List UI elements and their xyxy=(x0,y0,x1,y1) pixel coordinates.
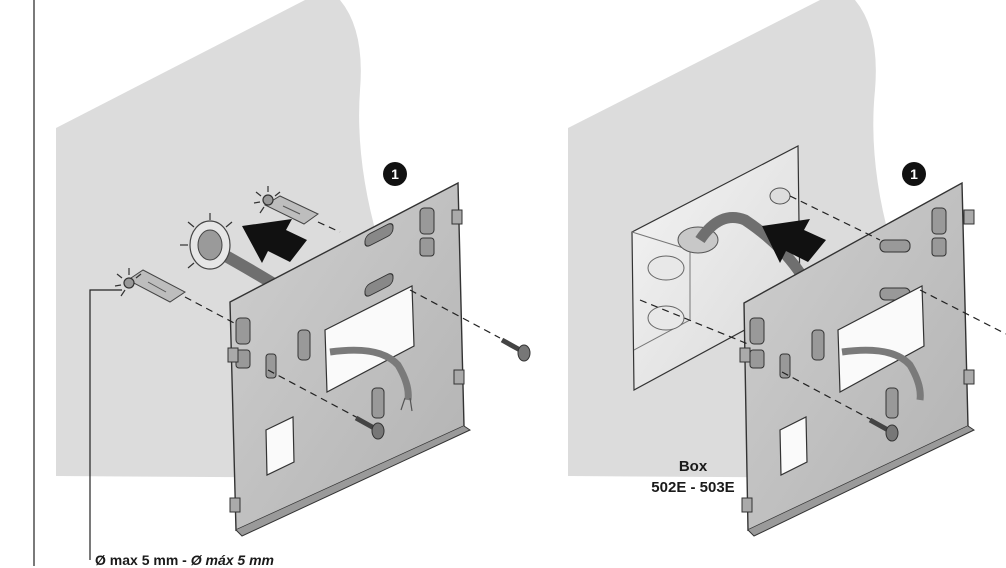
diameter-primary: Ø max 5 mm xyxy=(95,552,179,568)
drill-hole-burst-left xyxy=(114,268,142,297)
diameter-separator: - xyxy=(178,552,191,568)
step-badge-right: 1 xyxy=(902,162,926,186)
mounting-plate-left xyxy=(227,181,472,537)
diameter-leader-line xyxy=(89,289,122,560)
box-label-line1: Box xyxy=(678,458,708,475)
mounting-plate-right xyxy=(739,181,976,537)
screw-lower-right xyxy=(868,417,899,442)
wall-plug-left xyxy=(127,269,186,303)
step-badge-left: 1 xyxy=(383,162,407,186)
step-badge-right-number: 1 xyxy=(910,166,918,182)
guide-lines-right xyxy=(639,195,1006,421)
left-panel-wall-mount: 1 xyxy=(56,0,531,560)
wall-plug-top xyxy=(263,195,319,225)
screw-right-left xyxy=(500,337,531,362)
right-panel-box-mount: 1 xyxy=(568,0,1006,537)
box-label-line2: 502E - 503E xyxy=(651,479,735,496)
box-model-label: Box 502E - 503E xyxy=(648,456,738,498)
step-badge-left-number: 1 xyxy=(391,166,399,182)
screw-lower-left xyxy=(354,415,385,440)
drill-hole-burst-top xyxy=(253,186,281,214)
screw-diameter-label: Ø max 5 mm - Ø máx 5 mm xyxy=(95,552,274,568)
diameter-alternate: Ø máx 5 mm xyxy=(190,552,274,568)
push-arrow-left xyxy=(242,219,307,263)
guide-lines-left xyxy=(184,221,501,419)
push-arrow-right xyxy=(762,219,826,263)
